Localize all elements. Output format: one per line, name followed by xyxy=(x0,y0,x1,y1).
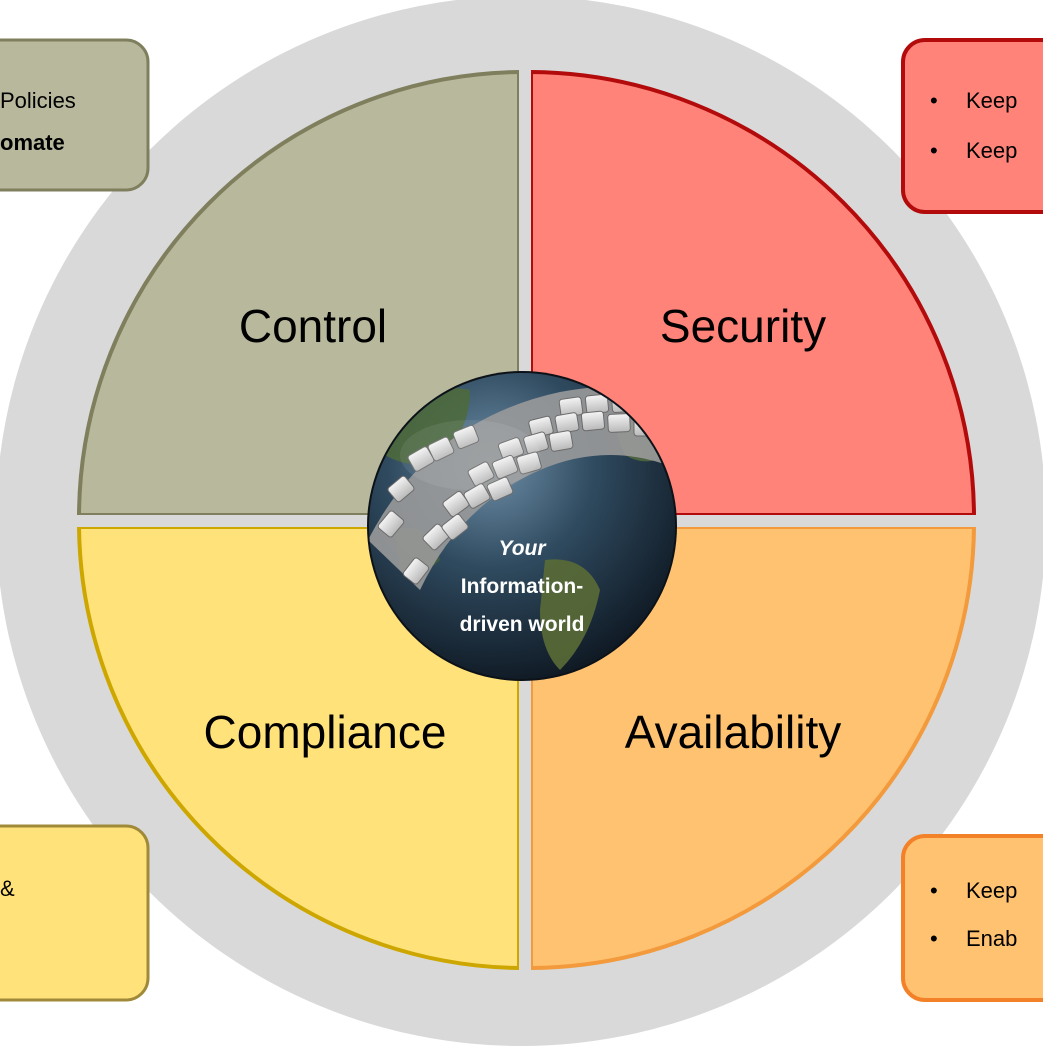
center-label-line1: Your xyxy=(498,537,547,560)
quadrant-label-compliance: Compliance xyxy=(204,706,447,758)
quadrant-compliance xyxy=(76,525,521,971)
callout-control: Policies omate xyxy=(0,38,150,192)
callout-security: • Keep • Keep xyxy=(901,38,1043,214)
callout-availability-line2: Enab xyxy=(966,926,1017,951)
quadrant-availability xyxy=(529,525,977,971)
quadrant-control xyxy=(76,69,521,517)
globe-keyboard-image xyxy=(367,371,677,681)
quadrant-label-availability: Availability xyxy=(625,706,841,758)
callout-security-bullet1: • xyxy=(930,88,938,113)
callout-security-line2: Keep xyxy=(966,138,1017,163)
callout-compliance: & xyxy=(0,824,150,1002)
quadrant-label-control: Control xyxy=(239,300,387,352)
callout-availability: • Keep • Enab xyxy=(901,834,1043,1002)
callout-compliance-line1: & xyxy=(0,876,15,901)
callout-security-line1: Keep xyxy=(966,88,1017,113)
callout-availability-bullet1: • xyxy=(930,878,938,903)
center-label-line2: Information- xyxy=(461,575,583,598)
callout-control-line2: omate xyxy=(0,130,65,155)
callout-control-line1: Policies xyxy=(0,88,76,113)
callout-security-bullet2: • xyxy=(930,138,938,163)
quadrant-label-security: Security xyxy=(660,300,826,352)
callout-availability-bullet2: • xyxy=(930,926,938,951)
center-label-line3: driven world xyxy=(460,613,585,636)
quadrant-security xyxy=(529,69,977,517)
callout-availability-line1: Keep xyxy=(966,878,1017,903)
